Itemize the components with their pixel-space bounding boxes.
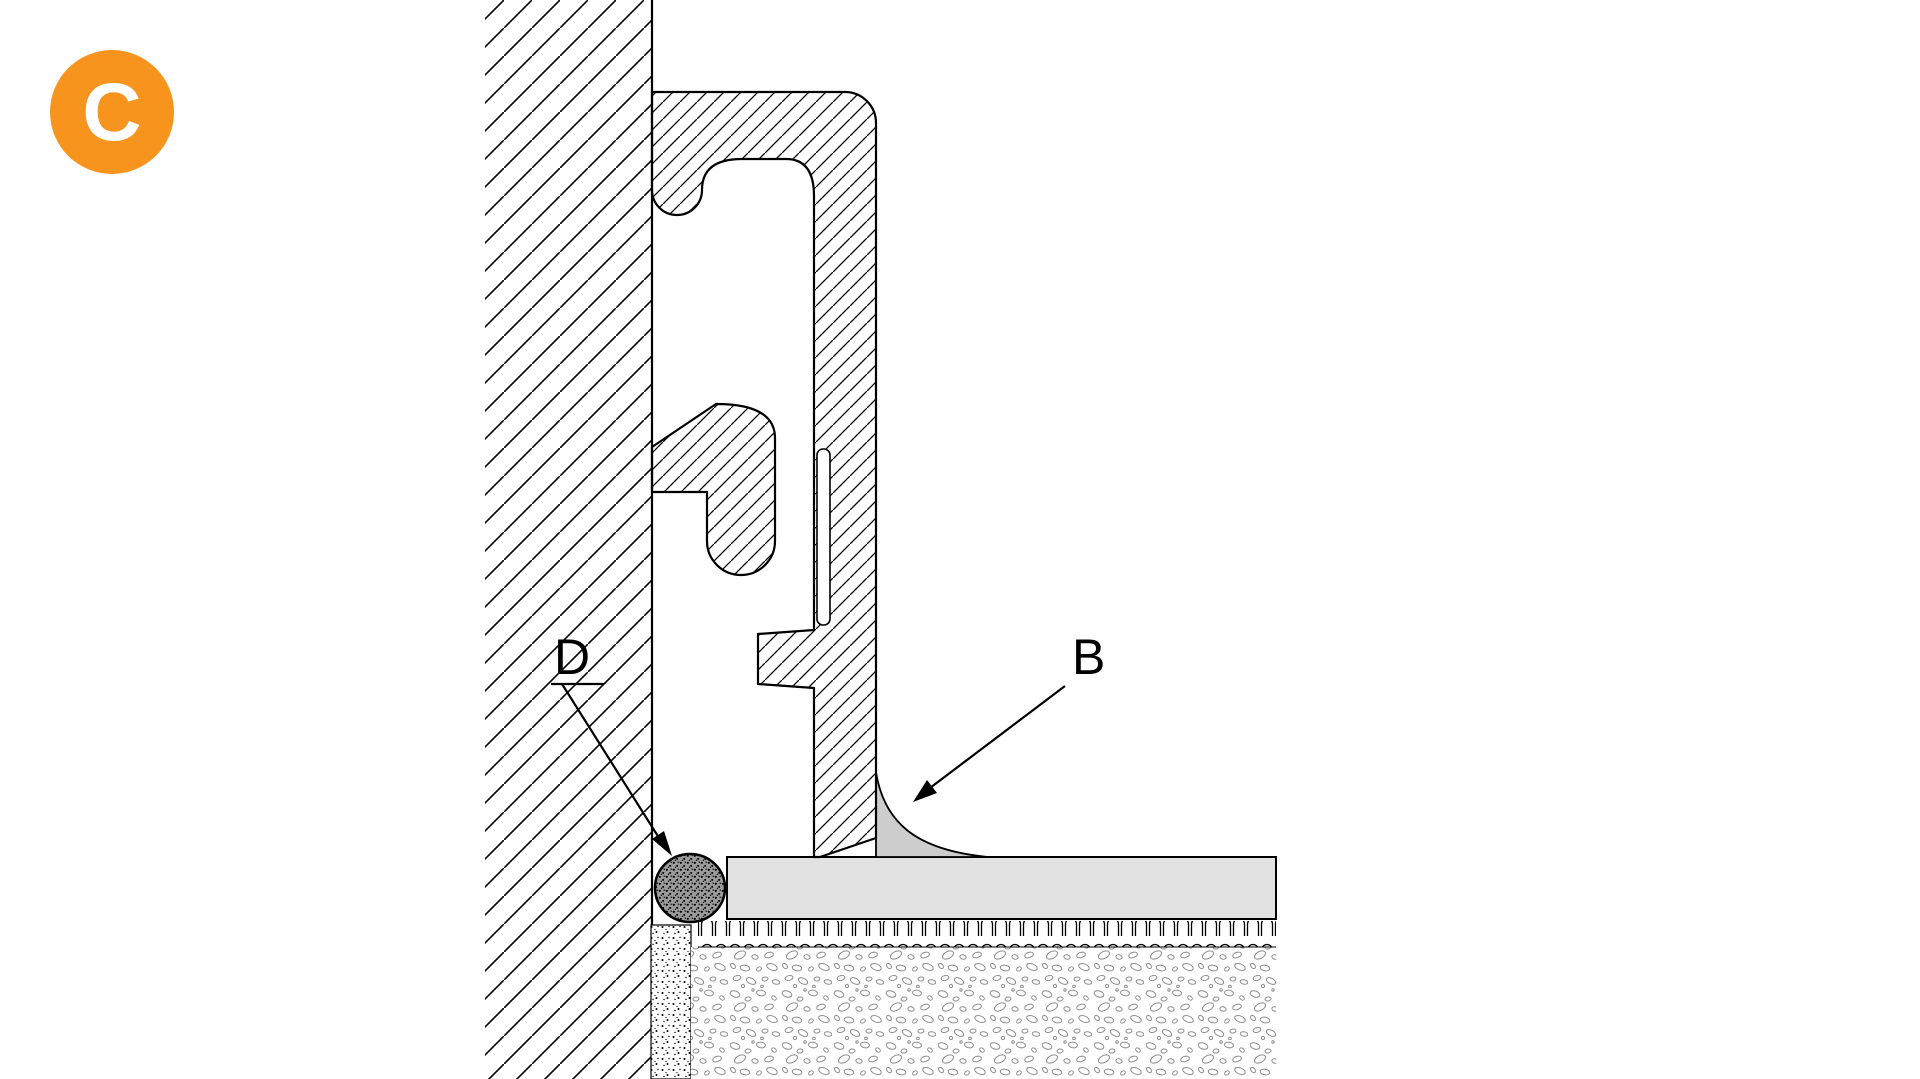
screed-aggregate-layer — [691, 947, 1276, 1079]
flooring-slab — [726, 856, 1277, 920]
plaster-strip — [650, 924, 692, 1079]
label-b: B — [1072, 629, 1105, 685]
leader-line-d — [561, 683, 667, 850]
underlayment-layer — [698, 921, 1276, 947]
callout-b: B — [913, 629, 1105, 802]
fixing-slot — [816, 448, 831, 626]
badge-circle — [50, 50, 174, 174]
skirting-profile-body — [650, 90, 878, 859]
perimeter-gasket — [653, 852, 727, 924]
arrowhead-d-icon — [652, 831, 672, 856]
sealant-fillet — [875, 771, 989, 858]
leader-line-b — [917, 685, 1066, 798]
label-d: D — [554, 629, 590, 685]
arrowhead-b-icon — [913, 780, 937, 802]
detail-badge: C — [50, 50, 174, 174]
wall-hatch-area — [485, 0, 652, 1079]
callout-d: D — [551, 629, 672, 856]
wall-clip-hook — [650, 402, 777, 577]
badge-label: C — [82, 67, 141, 158]
